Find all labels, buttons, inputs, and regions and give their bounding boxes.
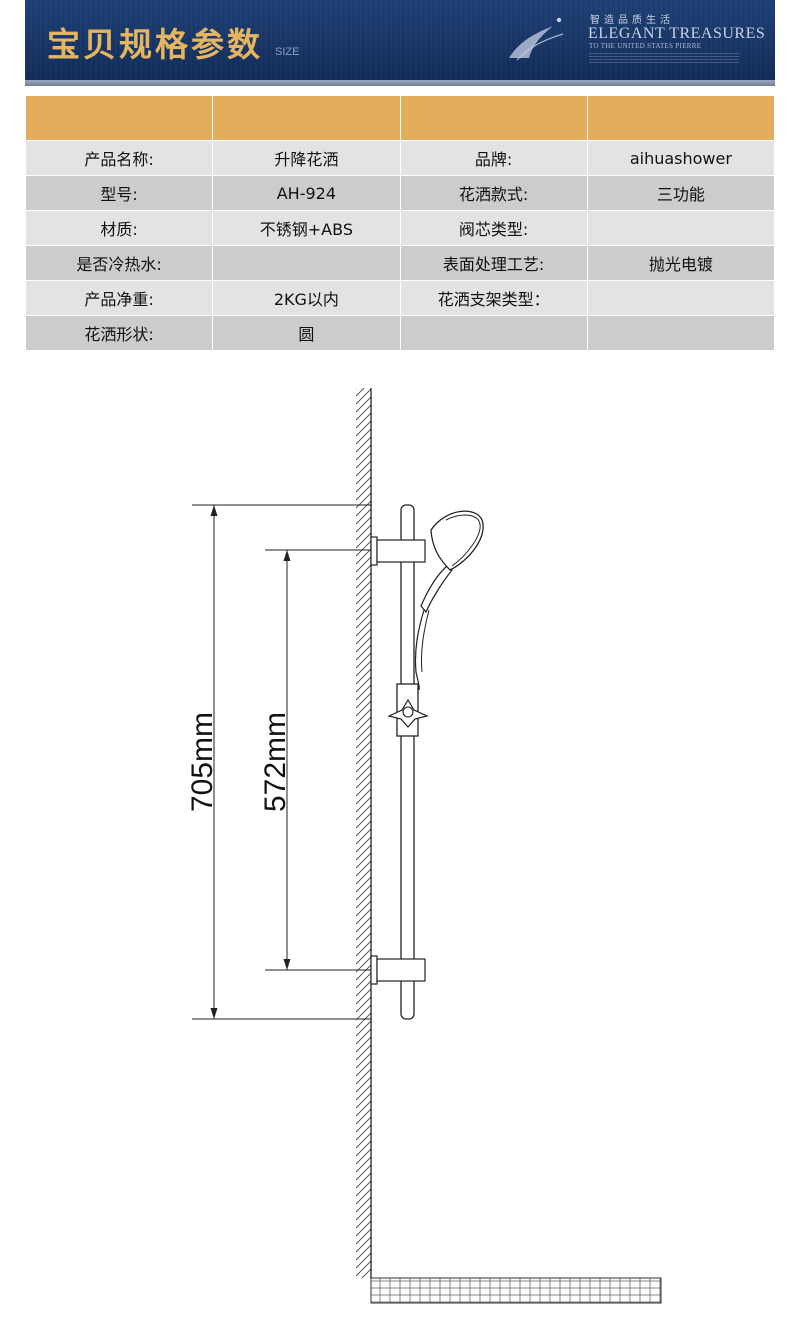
knob-center — [402, 706, 414, 718]
table-header-cell — [586, 95, 776, 141]
tagline-sub: TO THE UNITED STATES PIERRE — [589, 42, 702, 50]
spec-value: aihuashower — [586, 140, 776, 176]
shower-handle — [420, 564, 453, 614]
spec-value: 2KG以内 — [212, 280, 401, 316]
arrow-bottom — [210, 1008, 218, 1019]
spec-label: 表面处理工艺: — [399, 245, 588, 281]
spec-value: 圆 — [212, 315, 401, 351]
shower-head-face — [445, 514, 481, 567]
spec-label: 产品净重: — [24, 280, 214, 316]
table-header-cell — [399, 95, 588, 141]
shower-hose — [414, 609, 425, 691]
table-row: 型号: AH-924 花洒款式: 三功能 — [24, 175, 776, 211]
spec-value: AH-924 — [212, 175, 401, 211]
spec-value — [212, 245, 401, 281]
wall-hatching — [356, 388, 371, 1278]
spec-label: 是否冷热水: — [24, 245, 214, 281]
spec-table: 产品名称: 升降花洒 品牌: aihuashower 型号: AH-924 花洒… — [24, 95, 776, 351]
arrow-top-inner — [283, 550, 291, 561]
shower-head — [430, 510, 484, 571]
table-row: 花洒形状: 圆 — [24, 315, 776, 351]
table-header-cell — [212, 95, 401, 141]
banner-texture — [25, 0, 775, 86]
spec-label: 型号: — [24, 175, 214, 211]
slide-rail — [400, 504, 415, 1020]
spec-label: 阀芯类型: — [399, 210, 588, 246]
table-row: 产品净重: 2KG以内 花洒支架类型： — [24, 280, 776, 316]
dimension-label-overall: 705mm — [186, 712, 219, 812]
spec-value: 三功能 — [586, 175, 776, 211]
decorative-lines — [589, 53, 739, 63]
table-header-cell — [24, 95, 214, 141]
spec-value — [586, 315, 776, 351]
dimension-label-brackets: 572mm — [259, 712, 292, 812]
size-label: SIZE — [275, 46, 300, 58]
spec-label: 花洒形状: — [24, 315, 214, 351]
spec-value: 升降花洒 — [212, 140, 401, 176]
brand-logo-icon — [509, 17, 564, 61]
upper-wall-mount — [370, 536, 378, 566]
spec-value — [586, 280, 776, 316]
spec-label — [399, 315, 588, 351]
floor-tiles — [370, 1277, 662, 1304]
tagline-en: ELEGANT TREASURES — [588, 25, 766, 42]
spec-value — [586, 210, 776, 246]
lower-bracket — [376, 958, 426, 982]
table-row: 材质: 不锈钢+ABS 阀芯类型: — [24, 210, 776, 246]
lower-wall-mount — [370, 955, 378, 985]
table-row: 是否冷热水: 表面处理工艺: 抛光电镀 — [24, 245, 776, 281]
page-title: 宝贝规格参数 — [47, 25, 263, 64]
spec-label: 花洒支架类型： — [399, 280, 588, 316]
arrow-bottom-inner — [283, 959, 291, 970]
arrow-top — [210, 505, 218, 516]
header-banner: 宝贝规格参数 SIZE 智造品质生活 ELEGANT TREASURES TO … — [25, 0, 775, 86]
tagline-cn: 智造品质生活 — [590, 15, 674, 26]
upper-bracket — [376, 539, 426, 563]
shower-hose-inner — [421, 609, 430, 673]
table-header-row — [24, 95, 776, 141]
spec-label: 品牌: — [399, 140, 588, 176]
